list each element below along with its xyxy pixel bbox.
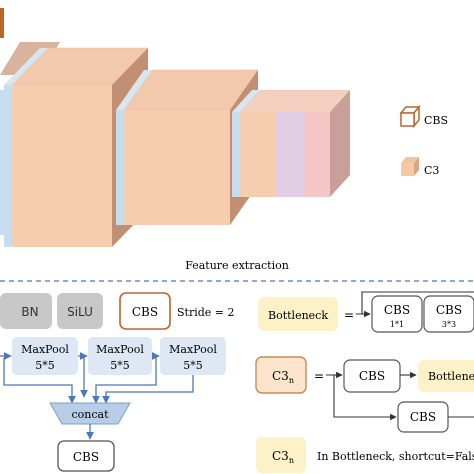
legend-cbs-label: CBS [424, 114, 448, 127]
concat-label: concat [71, 408, 109, 421]
block-4 [232, 90, 350, 197]
maxpool-box-3 [160, 337, 226, 375]
legend-c3-label: C3 [424, 164, 439, 177]
c3n-cbs-top-label: CBS [359, 369, 385, 383]
bottleneck-box [258, 297, 338, 331]
silu-label: SiLU [67, 305, 93, 319]
bottleneck-cbs-1-label: CBS [384, 303, 410, 317]
stride-label: Stride = 2 [177, 306, 235, 319]
bottleneck-cbs-2 [423, 295, 474, 333]
cut-block [0, 8, 4, 38]
cbs-legend-box: CBS [119, 292, 171, 330]
c3n-box [255, 356, 307, 394]
bottleneck-label: Bottleneck [268, 309, 328, 322]
bottleneck-cbs-1 [371, 295, 423, 333]
maxpool-2-label: MaxPool [96, 343, 144, 356]
c3n-cbs-top [343, 359, 401, 393]
bottleneck-shortcut-line [356, 291, 474, 315]
bottleneck-cbs-1-kernel: 1*1 [390, 320, 404, 329]
feature-extraction-diagram [0, 8, 350, 247]
c3n-false-label: C3n [272, 449, 294, 465]
feature-extraction-caption: Feature extraction [185, 259, 289, 272]
arrow-c3n-branch [326, 374, 397, 421]
bottleneck-cbs-2-kernel: 3*3 [442, 320, 456, 329]
c3n-false-note: In Bottleneck, shortcut=False [317, 450, 474, 463]
cbs-legend-label: CBS [132, 305, 158, 319]
sppf-cbs-box [57, 440, 115, 472]
cube-filled-icon [401, 157, 419, 176]
arrow-pool-2-to-concat [92, 356, 157, 404]
cube-outline-icon [399, 104, 421, 129]
c3n-bottleneck-label: Bottleneck [428, 370, 474, 383]
maxpool-3-label: MaxPool [169, 343, 217, 356]
maxpool-3-kernel: 5*5 [183, 359, 203, 372]
c3n-cbs-bottom-label: CBS [410, 410, 436, 424]
maxpool-box-2 [88, 337, 152, 375]
bn-label: BN [21, 305, 38, 319]
c3n-false-definition: C3n In Bottleneck, shortcut=False [256, 437, 474, 473]
feature-legend: CBS C3 [399, 104, 448, 177]
silu-box: SiLU [57, 293, 103, 329]
c3n-equals: = [314, 369, 324, 383]
bn-box: BN [0, 293, 52, 329]
sppf-cbs-label: CBS [73, 450, 99, 464]
maxpool-box-1 [12, 337, 78, 375]
c3n-false-box [256, 437, 306, 473]
c3n-bottleneck-box [418, 360, 474, 392]
bottleneck-cbs-2-label: CBS [436, 303, 462, 317]
arrow-pool-3-to-concat [102, 375, 194, 404]
sppf-block: MaxPool 5*5 MaxPool 5*5 MaxPool 5*5 conc… [0, 337, 226, 472]
concat-block [49, 402, 131, 425]
bottleneck-definition: Bottleneck = CBS 1*1 CBS 3*3 [258, 291, 474, 333]
c3n-definition: C3n = CBS Bottleneck CBS [255, 356, 474, 433]
arrow-input-to-concat [3, 358, 76, 404]
maxpool-2-kernel: 5*5 [110, 359, 130, 372]
maxpool-1-kernel: 5*5 [35, 359, 55, 372]
maxpool-1-label: MaxPool [21, 343, 69, 356]
bottleneck-equals: = [344, 308, 354, 322]
c3n-label: C3n [272, 369, 294, 385]
